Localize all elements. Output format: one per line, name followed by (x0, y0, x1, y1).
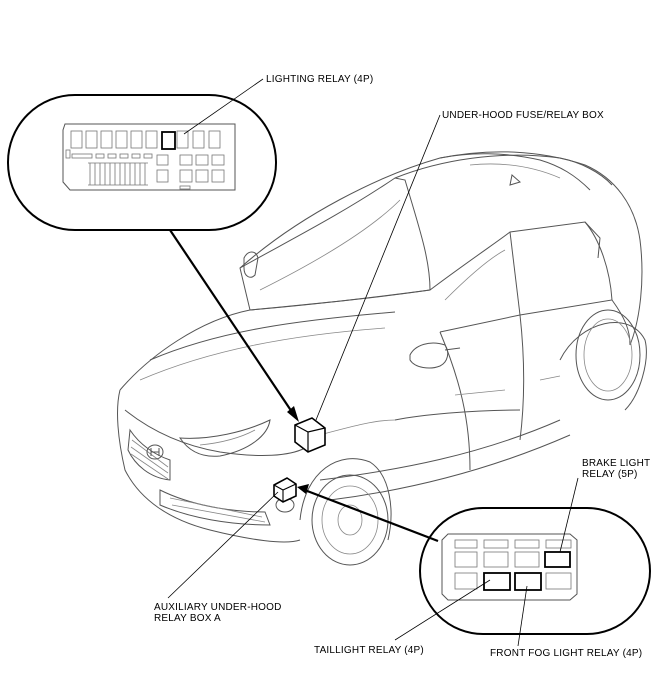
label-brake-light-relay-line1: BRAKE LIGHT (582, 458, 650, 469)
taillight-relay-highlight (483, 572, 511, 591)
auxiliary-relay-box-component (273, 477, 297, 503)
arrow-head-icon (287, 406, 299, 422)
label-taillight-relay: TAILLIGHT RELAY (4P) (314, 645, 424, 656)
lighting-relay-callout (7, 94, 277, 231)
labels: LIGHTING RELAY (4P) UNDER-HOOD FUSE/RELA… (154, 74, 650, 659)
leader-lines (167, 78, 579, 647)
arrow-head-icon (297, 484, 309, 494)
label-under-hood-fuse-relay-box: UNDER-HOOD FUSE/RELAY BOX (442, 110, 604, 121)
label-auxiliary-box-line2: RELAY BOX A (154, 613, 221, 624)
connector-arrows (169, 229, 439, 543)
under-hood-fuse-relay-box-component (294, 417, 326, 453)
label-front-fog-light-relay: FRONT FOG LIGHT RELAY (4P) (490, 648, 642, 659)
label-brake-light-relay-line2: RELAY (5P) (582, 469, 638, 480)
front-fog-light-relay-highlight (514, 572, 542, 591)
auxiliary-box-callout (419, 507, 651, 635)
brake-light-relay-highlight (544, 551, 571, 568)
lighting-relay-highlight (161, 131, 176, 150)
vehicle-outline (117, 151, 647, 566)
label-auxiliary-box-line1: AUXILIARY UNDER-HOOD (154, 602, 282, 613)
label-lighting-relay: LIGHTING RELAY (4P) (266, 74, 373, 85)
